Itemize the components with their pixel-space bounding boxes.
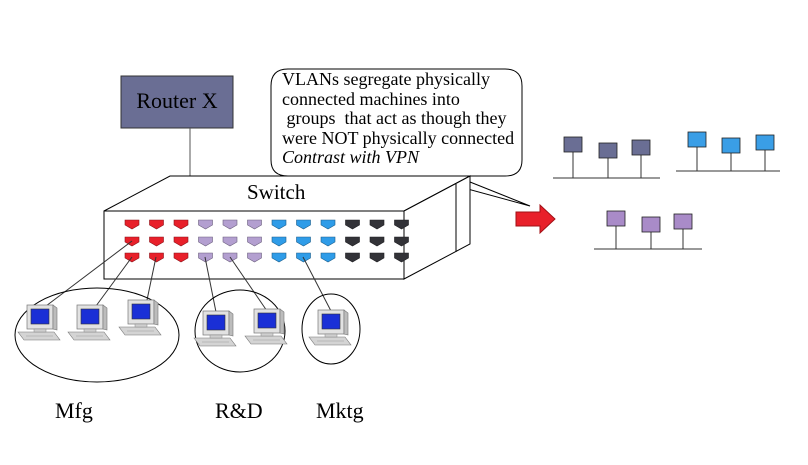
group-label-mktg: Mktg	[316, 398, 364, 423]
switch-port	[124, 219, 140, 230]
callout-line-4: were NOT physically connected	[282, 127, 515, 148]
switch-port	[320, 219, 336, 230]
switch-port	[247, 252, 262, 263]
callout-line-2: connected machines into	[282, 88, 460, 109]
switch-port	[247, 219, 262, 230]
vlan-nodes	[563, 131, 775, 233]
switch-port	[296, 219, 311, 230]
switch-port	[149, 252, 164, 263]
rnd-group-ellipse	[194, 289, 286, 373]
switch-port	[149, 236, 164, 247]
switch-port	[394, 236, 409, 247]
switch-label: Switch	[247, 180, 306, 204]
switch-port	[369, 219, 385, 230]
callout-bubble	[270, 68, 531, 207]
vlan-node-blue	[755, 134, 775, 151]
switch-port	[296, 236, 311, 247]
switch-port	[345, 252, 360, 263]
switch-port	[369, 236, 385, 247]
vlan-segment-blue	[676, 147, 780, 172]
switch-port	[394, 252, 409, 263]
switch-port	[222, 219, 238, 230]
workstation-icon	[118, 299, 162, 336]
switch-ports	[124, 219, 409, 263]
switch-port	[271, 252, 287, 263]
switch-port	[369, 252, 385, 263]
callout-line-1: VLANs segregate physically	[282, 69, 490, 89]
mfg-group-ellipse	[14, 287, 180, 383]
switch-port	[247, 236, 262, 247]
switch-port	[173, 252, 189, 263]
vlan-node-gray	[631, 139, 651, 156]
callout-italic-line: Contrast with VPN	[282, 147, 420, 167]
mktg-group-ellipse	[301, 293, 361, 365]
switch-port	[271, 236, 287, 247]
vlan-node-purple	[606, 210, 626, 227]
group-label-mfg: Mfg	[55, 398, 93, 423]
switch-port	[320, 236, 336, 247]
workstation-icon	[308, 309, 352, 346]
router-label: Router X	[136, 88, 218, 113]
workstations	[17, 299, 352, 347]
workstation-icon	[17, 304, 61, 341]
switch-port	[198, 219, 213, 230]
vlan-segment-gray	[553, 152, 660, 179]
vlan-node-gray	[563, 136, 583, 153]
vlan-node-purple	[673, 213, 693, 230]
callout-line-3: groups that act as though they	[282, 108, 507, 128]
callout-text: VLANs segregate physically connected mac…	[282, 69, 522, 168]
switch-port	[345, 219, 360, 230]
switch-port	[271, 219, 287, 230]
workstation-icon	[244, 308, 288, 345]
switch-port	[149, 219, 164, 230]
switch-port	[345, 236, 360, 247]
switch-port	[198, 236, 213, 247]
vlan-node-purple	[641, 216, 661, 233]
switch-port	[173, 219, 189, 230]
switch-port	[394, 219, 409, 230]
group-label-rnd: R&D	[215, 398, 263, 423]
vlan-node-blue	[721, 137, 741, 154]
switch-port	[320, 252, 336, 263]
workstation-icon	[67, 304, 111, 341]
workstation-icon	[193, 310, 237, 347]
red-arrow	[515, 203, 556, 235]
vlan-segment-purple	[594, 226, 702, 250]
switch-port	[222, 236, 238, 247]
vlan-node-blue	[687, 131, 707, 148]
vlan-node-gray	[598, 142, 618, 159]
switch-port	[173, 236, 189, 247]
port-cables	[45, 240, 332, 313]
router-box	[120, 75, 234, 129]
